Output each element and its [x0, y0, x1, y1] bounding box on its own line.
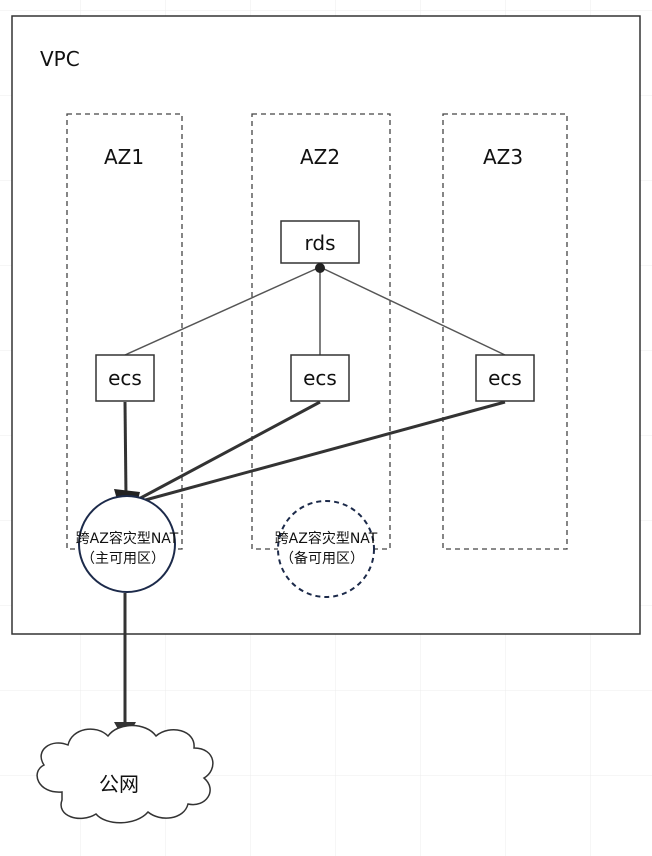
- az3-zone: [442, 113, 568, 550]
- nat-primary: [78, 495, 176, 593]
- ecs-node-az2: [290, 354, 350, 402]
- vpc-label: VPC: [40, 47, 80, 71]
- ecs-label-az1: ecs: [108, 366, 142, 390]
- ecs-label-az2: ecs: [303, 366, 337, 390]
- nat-primary-line2: （主可用区）: [81, 551, 165, 567]
- rds-connector-dot: [315, 263, 325, 273]
- arrow-ecs2-nat: [134, 400, 321, 503]
- internet-label: 公网: [99, 772, 139, 796]
- ecs-label-az3: ecs: [488, 366, 522, 390]
- az3-label: AZ3: [483, 145, 523, 169]
- az1-label: AZ1: [104, 145, 144, 169]
- nat-primary-line1: 跨AZ容灾型NAT: [76, 530, 179, 547]
- connector-rds-ecs3: [321, 267, 506, 356]
- az2-label: AZ2: [300, 145, 340, 169]
- nat-backup-line2: （备可用区）: [280, 550, 364, 567]
- arrow-ecs1-nat: [123, 401, 128, 498]
- nat-backup-line1: 跨AZ容灾型NAT: [275, 530, 378, 547]
- nat-backup: [277, 500, 375, 598]
- ecs-node-az1: [95, 354, 155, 402]
- connector-rds-ecs1: [124, 267, 319, 356]
- rds-label: rds: [305, 231, 336, 255]
- rds-node: [280, 220, 360, 264]
- arrow-ecs3-nat: [137, 400, 506, 504]
- internet-cloud: [36, 724, 214, 824]
- ecs-node-az3: [475, 354, 535, 402]
